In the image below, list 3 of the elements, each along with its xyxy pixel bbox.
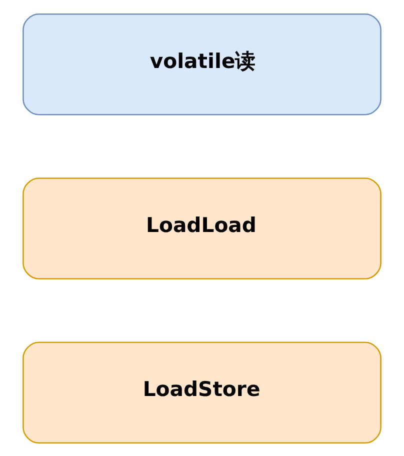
node-box: LoadLoad xyxy=(22,177,382,279)
node-box: volatile读 xyxy=(22,12,382,115)
node-box: LoadStore xyxy=(22,341,382,444)
